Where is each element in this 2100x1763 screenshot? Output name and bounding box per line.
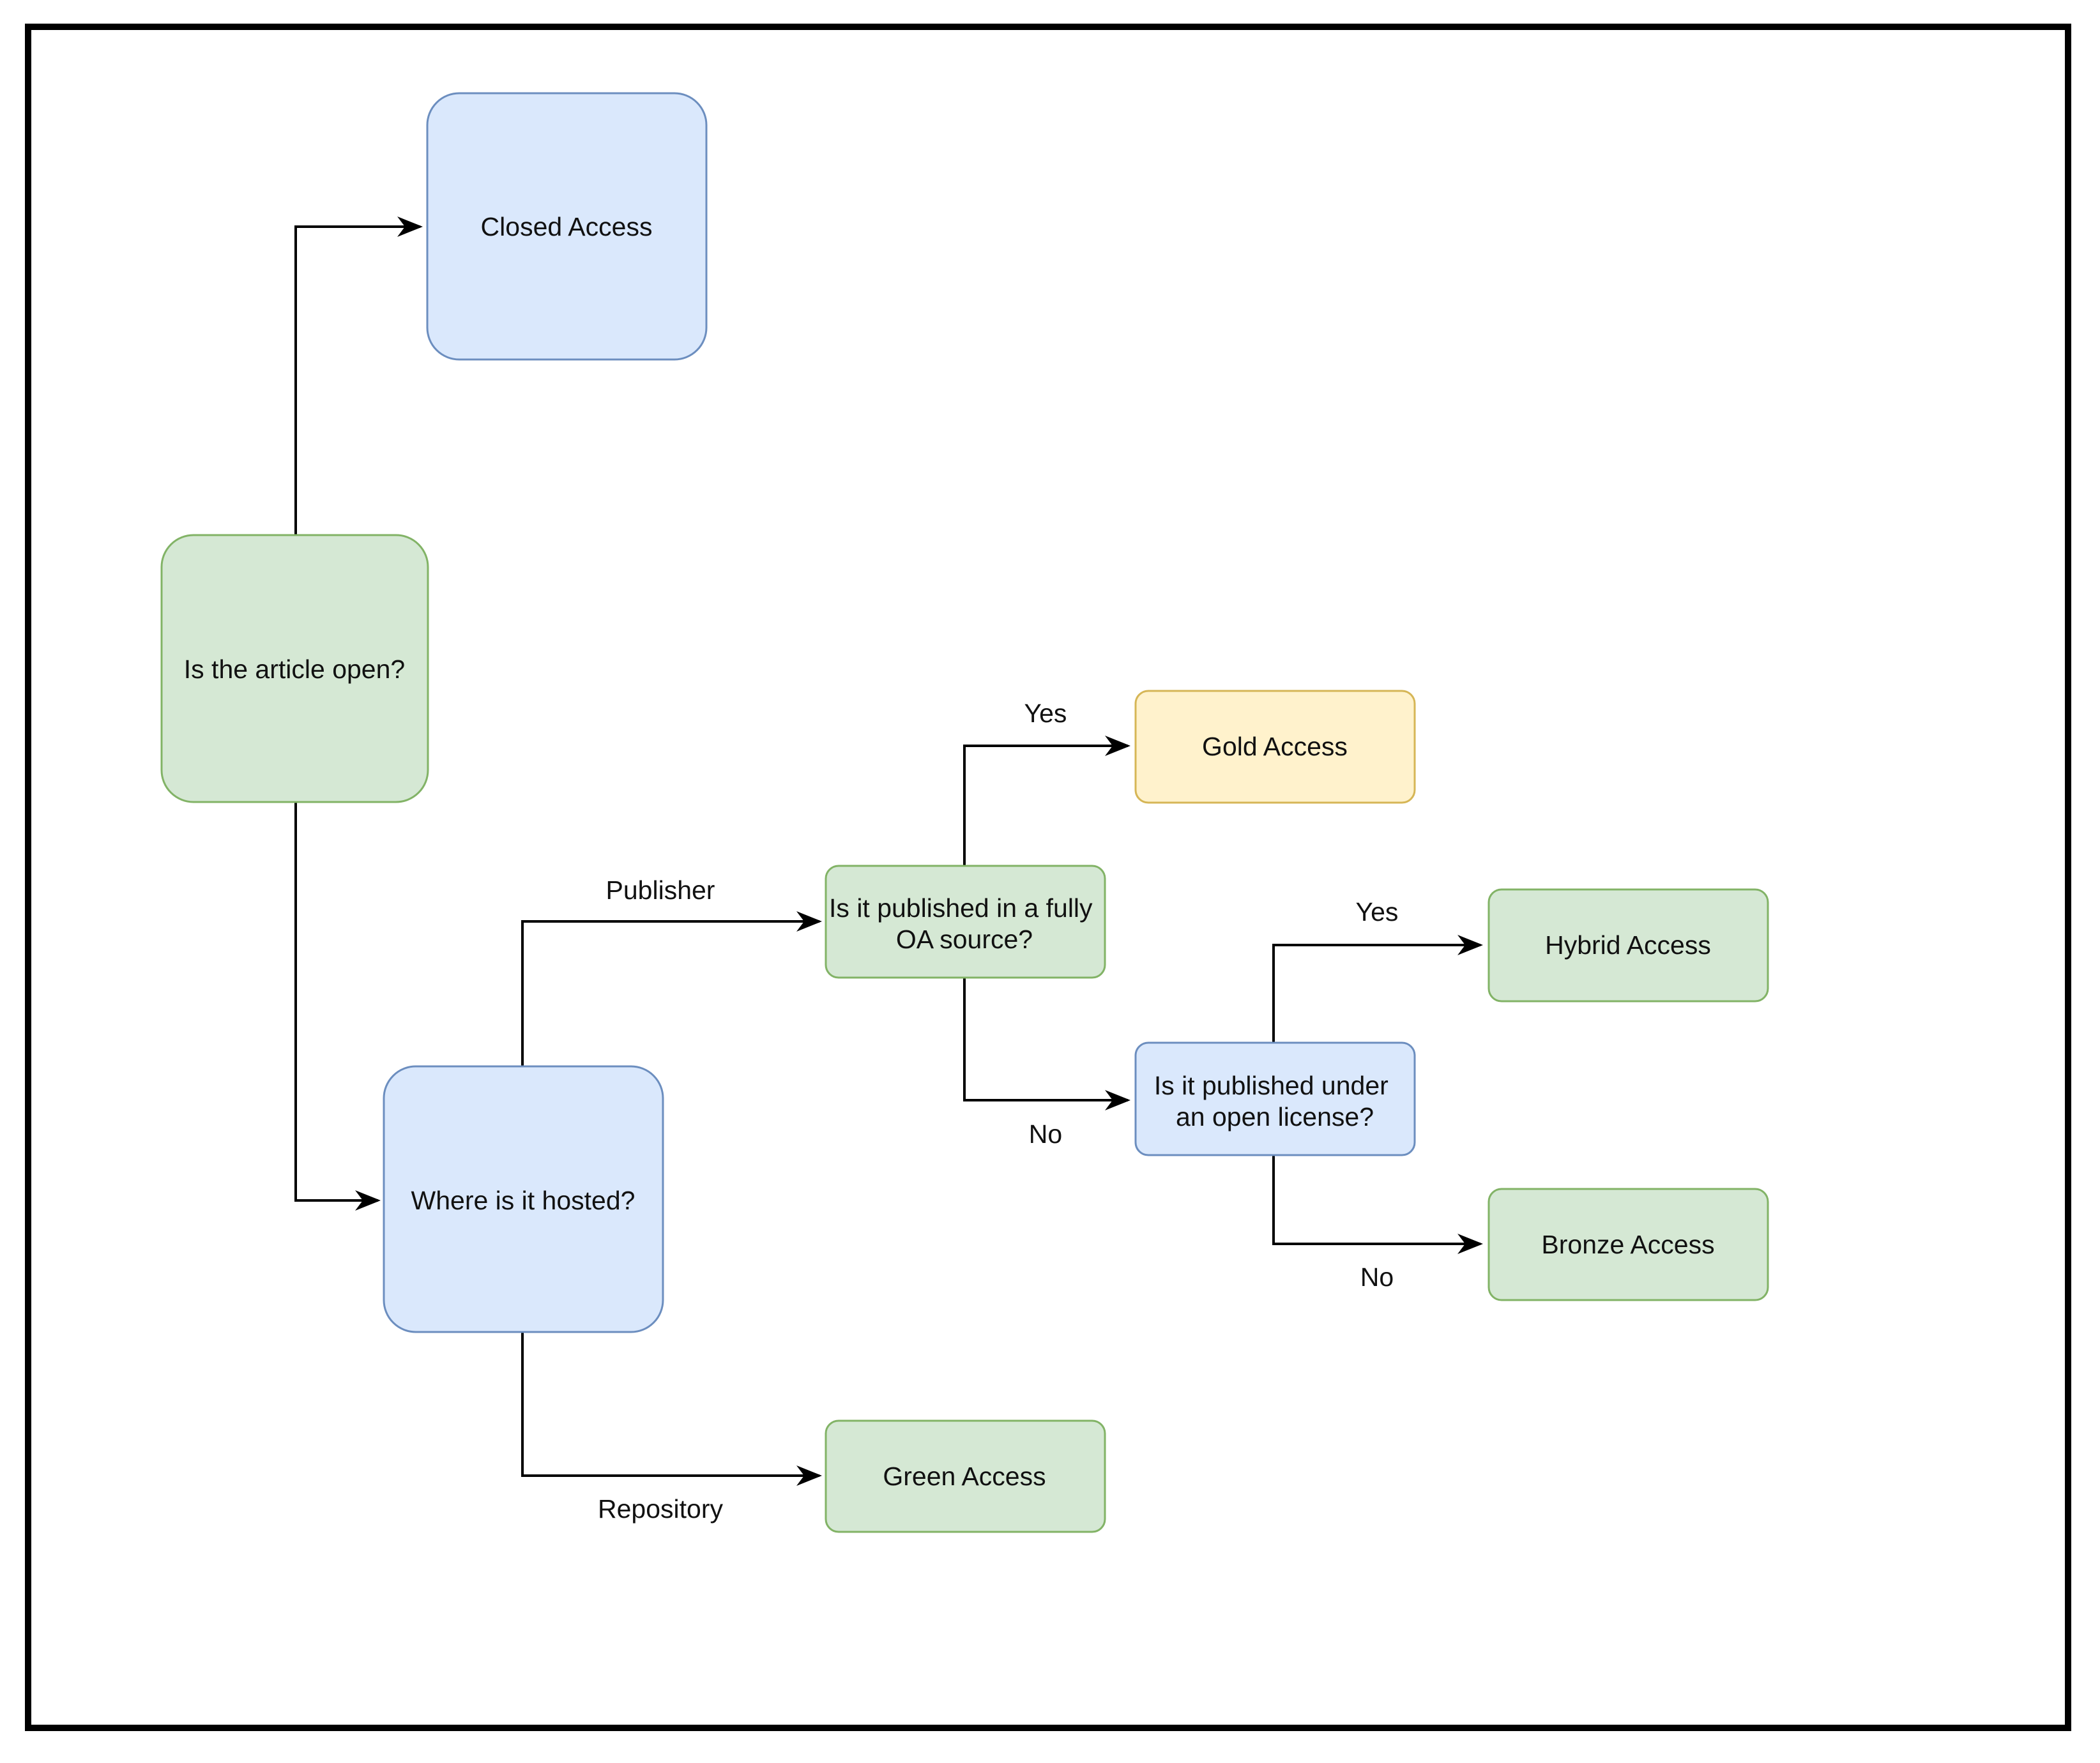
edge-open-to-closed [294, 216, 423, 535]
node-label: Is the article open? [184, 655, 405, 684]
edge-label-yes-hybrid: Yes [1356, 897, 1399, 927]
edge-label-repository: Repository [598, 1494, 723, 1524]
edge-label-publisher: Publisher [606, 875, 715, 905]
node-box [1134, 1041, 1416, 1156]
node-label-line-1: Is it published in a fully [829, 893, 1093, 923]
node-box [160, 534, 429, 803]
node-label: Bronze Access [1541, 1230, 1714, 1259]
edge-no-license [963, 978, 1130, 1110]
edge-no-bronze [1272, 1155, 1483, 1254]
node-bronze-access[interactable]: Bronze Access [1488, 1188, 1769, 1301]
node-box [383, 1065, 664, 1333]
node-box [1488, 888, 1769, 1003]
node-box [1488, 1188, 1769, 1301]
node-label: Hybrid Access [1545, 930, 1711, 960]
edge-repository [521, 1332, 822, 1486]
node-open-license[interactable]: Is it published under an open license? [1134, 1041, 1416, 1156]
node-green-access[interactable]: Green Access [825, 1419, 1106, 1533]
node-box [825, 865, 1106, 979]
node-gold-access[interactable]: Gold Access [1134, 690, 1416, 804]
node-box [426, 92, 708, 361]
edge-label-no-license: No [1029, 1119, 1062, 1149]
node-fully-oa-source[interactable]: Is it published in a fully OA source? [825, 865, 1106, 979]
node-label: Gold Access [1202, 732, 1348, 761]
node-box [1134, 690, 1416, 804]
node-label-line-2: an open license? [1176, 1102, 1374, 1131]
edges [294, 216, 1483, 1486]
edge-open-to-where-hosted [294, 802, 381, 1211]
edge-yes-gold [963, 736, 1130, 866]
edge-label-no-bronze: No [1360, 1262, 1394, 1292]
node-label: Where is it hosted? [411, 1186, 635, 1215]
node-hybrid-access[interactable]: Hybrid Access [1488, 888, 1769, 1003]
node-label-line-2: OA source? [896, 925, 1033, 954]
edge-yes-hybrid [1272, 935, 1483, 1043]
node-label: Is it published in a fully OA source? [829, 893, 1100, 954]
node-label: Green Access [883, 1462, 1046, 1491]
node-label: Is it published under an open license? [1154, 1071, 1396, 1131]
edge-label-yes-gold: Yes [1024, 699, 1067, 728]
node-where-hosted[interactable]: Where is it hosted? [383, 1065, 664, 1333]
node-closed-access[interactable]: Closed Access [426, 92, 708, 361]
node-label: Closed Access [481, 212, 653, 241]
edge-publisher [521, 911, 822, 1066]
node-box [825, 1419, 1106, 1533]
node-is-article-open[interactable]: Is the article open? [160, 534, 429, 803]
node-label-line-1: Is it published under [1154, 1071, 1389, 1100]
